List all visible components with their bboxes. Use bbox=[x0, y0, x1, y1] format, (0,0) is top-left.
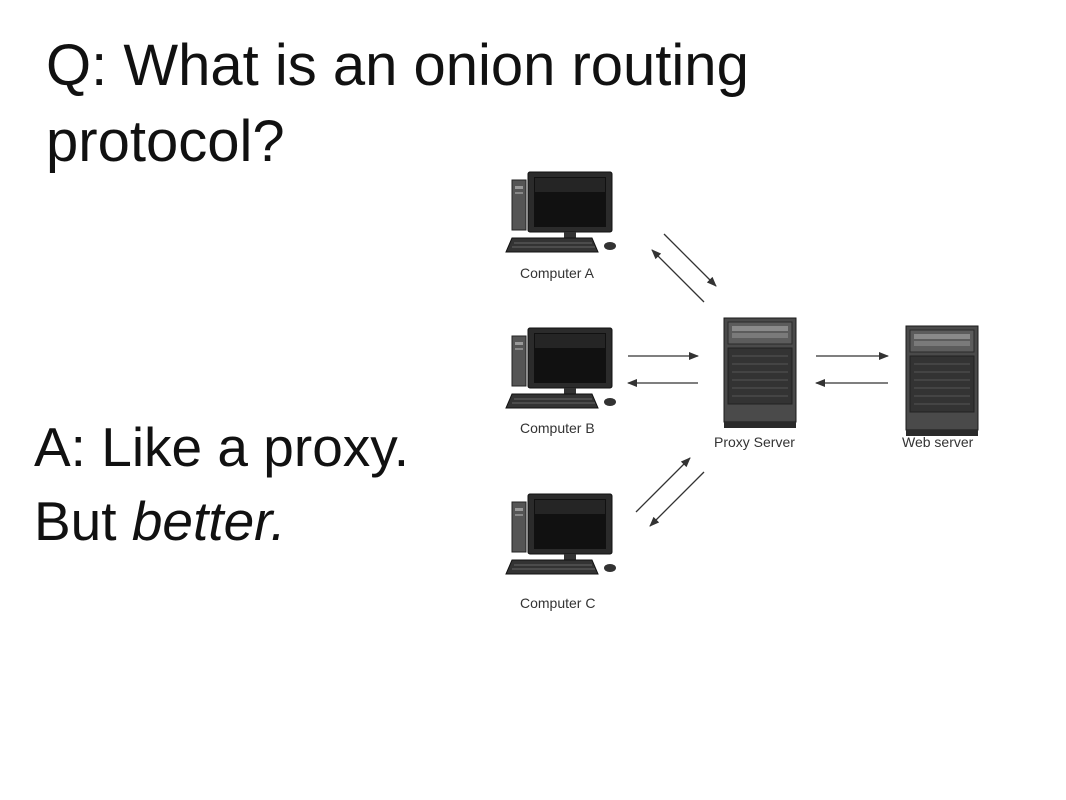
arrow-c-to-proxy bbox=[635, 457, 691, 513]
question-heading: Q: What is an onion routing protocol? bbox=[46, 33, 749, 174]
answer-line-2: But better. bbox=[34, 484, 504, 558]
computer-c-label: Computer C bbox=[520, 595, 595, 611]
answer-text: A: Like a proxy. But better. bbox=[34, 410, 504, 558]
answer-line-1: A: Like a proxy. bbox=[34, 416, 409, 478]
computer-a-icon bbox=[505, 171, 617, 253]
answer-line-2-prefix: But bbox=[34, 490, 132, 552]
arrow-proxy-to-c bbox=[649, 471, 705, 527]
computer-b-label: Computer B bbox=[520, 420, 595, 436]
computer-b-icon bbox=[505, 327, 617, 409]
computer-a-label: Computer A bbox=[520, 265, 595, 281]
answer-emphasis: better. bbox=[131, 490, 286, 552]
web-server-label: Web server bbox=[902, 434, 974, 450]
arrow-proxy-to-a bbox=[651, 249, 705, 303]
proxy-server-icon bbox=[723, 317, 797, 429]
computer-c-icon bbox=[505, 493, 617, 575]
web-server-icon bbox=[905, 325, 979, 437]
arrow-a-to-proxy bbox=[663, 233, 717, 287]
proxy-server-label: Proxy Server bbox=[714, 434, 795, 450]
